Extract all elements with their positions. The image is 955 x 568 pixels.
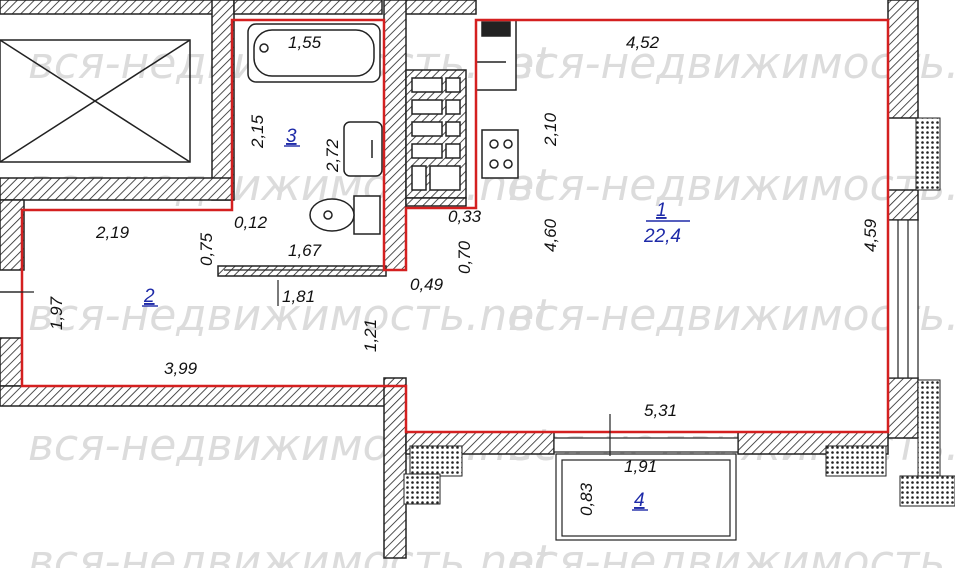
vent-cell — [445, 143, 461, 159]
balcony-door — [553, 437, 739, 453]
dim-bath-height: 2,15 — [248, 114, 267, 149]
wall-segment — [233, 0, 383, 15]
toilet-hole — [323, 210, 333, 220]
wall-segment — [211, 0, 235, 201]
masonry — [403, 117, 955, 507]
wall-segment — [0, 177, 233, 201]
watermark: вся-недвижимость.net — [508, 38, 955, 89]
vent-cell — [411, 77, 443, 93]
vent-cell — [411, 165, 427, 191]
wall-segment — [887, 377, 919, 439]
column — [825, 445, 887, 477]
wall-segment — [887, 189, 919, 221]
column — [917, 379, 941, 477]
bathtub-inner — [253, 29, 375, 77]
stove-burner — [489, 139, 499, 149]
dimension-labels: 1,55 2,15 2,72 0,12 1,67 1,81 2,19 0,75 … — [47, 33, 880, 516]
ventilation-shaft — [405, 69, 467, 207]
wall-segment — [887, 0, 919, 119]
balcony — [555, 453, 737, 541]
sink — [343, 121, 383, 177]
stove — [481, 129, 519, 179]
wall-segment — [383, 377, 407, 559]
dim-living-right: 4,59 — [861, 218, 880, 252]
watermark: вся-недвижимость.net — [28, 290, 553, 341]
wall-segment — [217, 265, 387, 277]
vent-cell — [445, 77, 461, 93]
watermark: вся-недвижимость.net — [508, 536, 955, 568]
watermark: вся-недвижимость.net — [28, 536, 553, 568]
vent-cell — [445, 121, 461, 137]
dim-niche-width: 0,33 — [448, 207, 482, 226]
dim-bath-wall: 0,12 — [234, 213, 268, 232]
room-2-number: 2 — [143, 286, 155, 307]
dim-hall-top: 2,19 — [95, 223, 130, 242]
dim-niche-depth: 0,70 — [455, 240, 474, 274]
column — [403, 473, 441, 505]
dim-hall-notch: 0,75 — [197, 232, 216, 266]
dimension-marks — [0, 280, 611, 456]
dim-hall-bottom: 3,99 — [164, 359, 198, 378]
dim-bath-tub: 1,55 — [288, 33, 322, 52]
dim-hall-step: 1,21 — [361, 319, 380, 352]
elevator-shaft — [0, 39, 191, 163]
window — [887, 219, 919, 379]
dim-niche-bottom: 0,49 — [410, 275, 444, 294]
watermark: вся-недвижимость.net — [508, 160, 955, 211]
wall-segment — [0, 199, 25, 271]
vent-cell — [411, 143, 443, 159]
apartment-outline — [20, 18, 890, 434]
watermark-layer: вся-недвижимость.net вся-недвижимость.ne… — [28, 38, 955, 568]
vent-cell — [405, 197, 467, 207]
fridge-top — [481, 21, 511, 37]
stove-burner — [503, 139, 513, 149]
dim-hall-left: 1,97 — [47, 296, 66, 330]
wall-segment — [383, 0, 407, 271]
column — [899, 475, 955, 507]
wall-segment — [0, 0, 233, 15]
stove-burner — [503, 159, 513, 169]
dim-balcony-depth: 0,83 — [577, 482, 596, 516]
watermark: вся-недвижимость.net — [508, 290, 955, 341]
dim-bath-bottom: 1,67 — [288, 241, 322, 260]
room-1-area: 22,4 — [643, 226, 681, 247]
room-4-number: 4 — [634, 490, 645, 511]
fixtures — [247, 19, 519, 235]
wall-segment — [0, 385, 405, 407]
dim-living-top: 4,52 — [626, 33, 660, 52]
elevator-cross — [0, 39, 191, 163]
dim-kitchen-depth: 2,10 — [541, 112, 560, 147]
column — [409, 445, 463, 477]
vent-cell — [411, 121, 443, 137]
room-3-number: 3 — [286, 126, 297, 147]
stove-burner — [489, 159, 499, 169]
column — [915, 117, 941, 191]
elevator-box — [0, 39, 191, 163]
openings — [0, 219, 919, 541]
vent-cell — [429, 165, 461, 191]
dim-bath-bottom-outer: 1,81 — [282, 287, 315, 306]
wall-segment — [0, 337, 23, 387]
dim-balcony-width: 1,91 — [624, 457, 657, 476]
room-labels: 1 22,4 2 3 4 — [142, 126, 690, 511]
dim-living-bottom: 5,31 — [644, 401, 677, 420]
dim-bath-sink-width: 2,72 — [323, 138, 342, 173]
room-1-number: 1 — [656, 200, 667, 221]
wall-segment — [401, 0, 477, 15]
balcony-inner — [561, 459, 731, 537]
vent-cell — [445, 99, 461, 115]
bathtub-drain — [259, 43, 269, 53]
toilet-tank — [353, 195, 381, 235]
vent-cell — [411, 99, 443, 115]
dim-living-left: 4,60 — [541, 218, 560, 252]
room-outlines — [20, 18, 890, 434]
